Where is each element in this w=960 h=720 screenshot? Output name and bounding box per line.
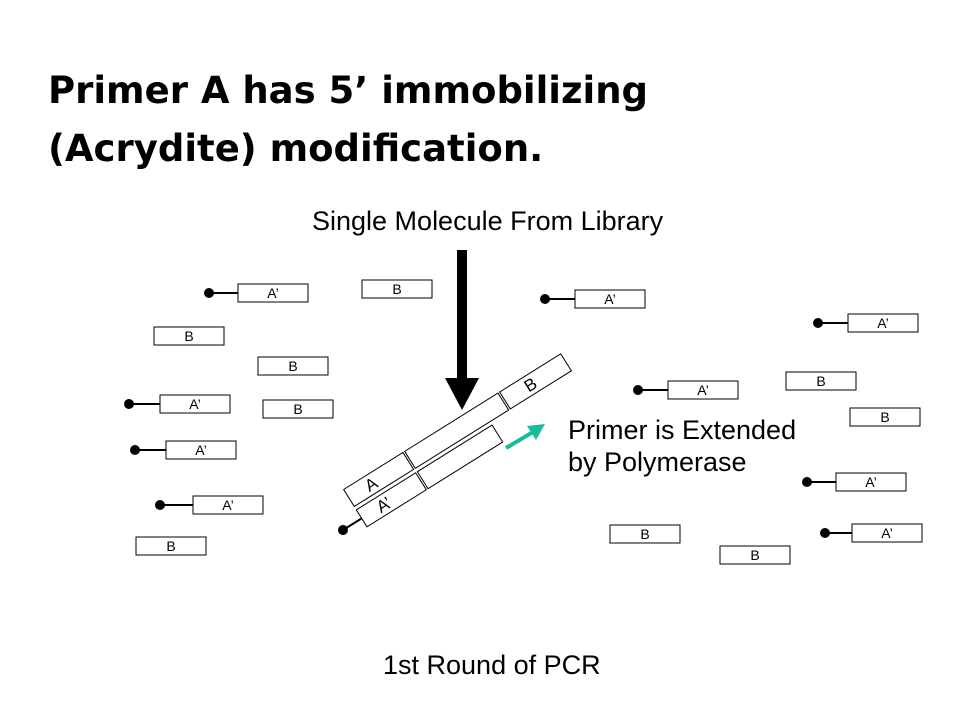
primer-label: A’ [195,442,206,458]
immobilized-primer: A’ [820,523,923,543]
primer-label: A’ [697,382,708,398]
down-arrow-icon [445,250,479,410]
b-fragment: B [361,279,433,299]
extension-arrow-icon [504,424,545,450]
b-fragment: B [262,399,334,419]
single-molecule-caption: Single Molecule From Library [312,206,664,236]
b-label: B [750,547,759,563]
primer-label: A’ [877,315,888,331]
extension-caption: Primer is Extended by Polymerase [568,414,868,478]
primer-label: A’ [865,474,876,490]
immobilized-primer: A’ [802,472,907,492]
immobilized-primer: A’ [633,380,739,400]
primer-label: A’ [267,285,278,301]
immobilized-primer: A’ [204,283,309,303]
extension-caption-line-1: Primer is Extended [568,415,797,445]
b-label: B [816,373,825,389]
immobilized-primer: A’ [130,440,237,460]
slide-title: Primer A has 5’ immobilizing (Acrydite) … [48,62,928,178]
round-caption: 1st Round of PCR [383,650,601,680]
b-fragment: B [719,545,791,565]
title-line-1: Primer A has 5’ immobilizing [48,69,649,112]
b-label: B [166,538,175,554]
b-label: B [392,281,401,297]
immobilized-primer: A’ [813,313,919,333]
b-fragment: B [849,407,921,427]
primer-label: A’ [881,525,892,541]
b-label: B [293,401,302,417]
immobilized-primer: A’ [155,495,264,515]
primer-label: A’ [604,291,615,307]
immobilized-primer: A’ [540,289,646,309]
b-label: B [880,409,889,425]
title-line-2: (Acrydite) modification. [48,127,544,170]
b-fragment: B [609,524,681,544]
primer-label: A’ [189,396,200,412]
extension-caption-line-2: by Polymerase [568,447,747,477]
b-fragment: B [135,536,207,556]
primer-label: A’ [222,497,233,513]
b-label: B [640,526,649,542]
immobilized-primer: A’ [124,394,231,414]
b-fragment: B [153,326,225,346]
b-label: B [288,358,297,374]
b-label: B [184,328,193,344]
b-fragment: B [257,356,329,376]
hybridized-complex: A’ A B [338,353,573,535]
extension-segment [416,424,504,490]
b-fragment: B [785,371,857,391]
